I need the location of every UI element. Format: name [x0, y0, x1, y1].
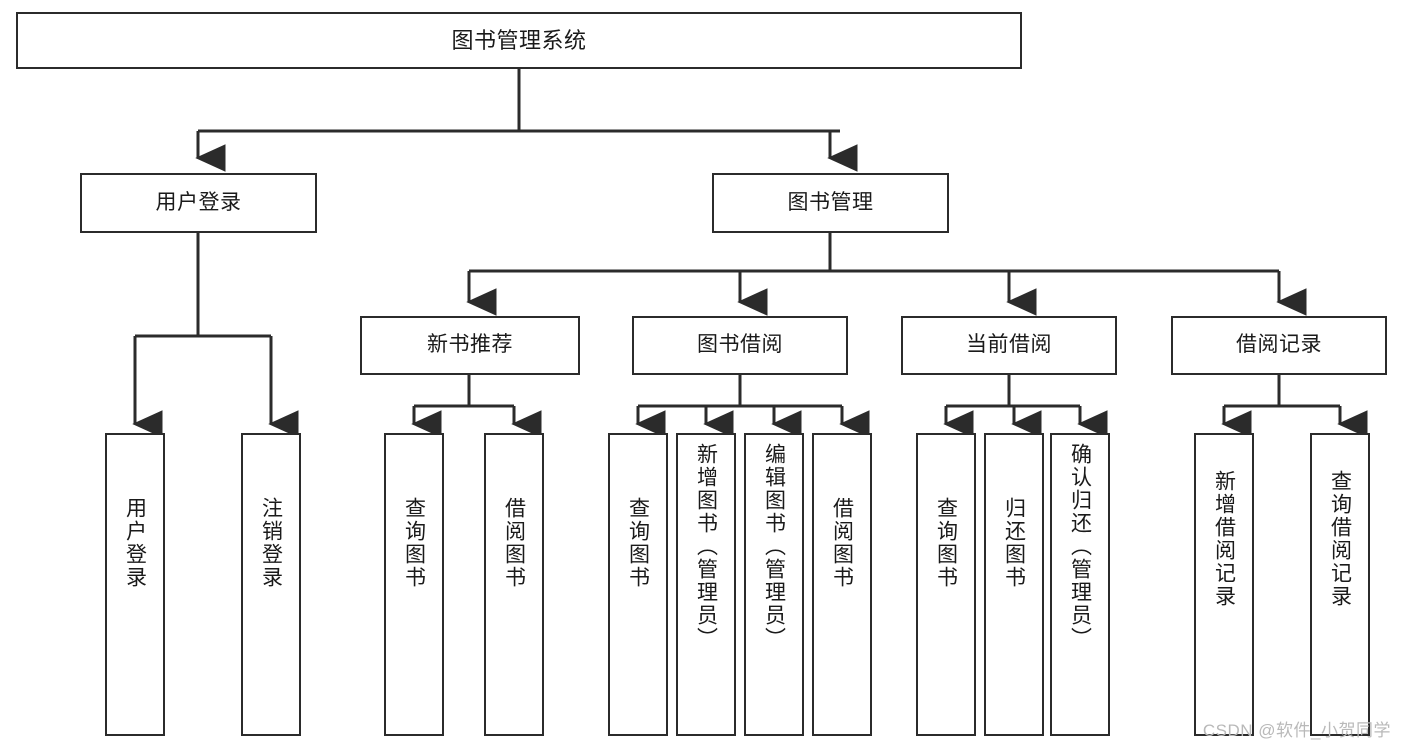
node-label: 用户登录	[155, 190, 242, 214]
node-label: 借阅图书	[830, 497, 854, 589]
leaf-add-borrow-record[interactable]: 新增借阅记录	[1194, 433, 1254, 736]
leaf-query-book-borrow[interactable]: 查询图书	[608, 433, 668, 736]
node-label: 注销登录	[259, 497, 283, 589]
node-current-borrow[interactable]: 当前借阅	[901, 316, 1117, 375]
node-label: 查询图书	[626, 497, 650, 589]
node-label: 编辑图书（管理员）	[762, 443, 786, 650]
node-root-system[interactable]: 图书管理系统	[16, 12, 1022, 69]
node-label: 查询借阅记录	[1328, 470, 1352, 608]
node-book-management[interactable]: 图书管理	[712, 173, 949, 233]
leaf-user-login[interactable]: 用户登录	[105, 433, 165, 736]
node-label: 新书推荐	[427, 333, 513, 357]
node-label: 图书借阅	[697, 333, 783, 357]
node-label: 新增图书（管理员）	[694, 443, 718, 650]
node-label: 查询图书	[934, 497, 958, 589]
node-label: 确认归还（管理员）	[1068, 443, 1092, 650]
node-label: 图书管理	[787, 190, 874, 214]
leaf-logout[interactable]: 注销登录	[241, 433, 301, 736]
leaf-add-book-admin[interactable]: 新增图书（管理员）	[676, 433, 736, 736]
node-label: 用户登录	[123, 497, 147, 589]
leaf-return-book[interactable]: 归还图书	[984, 433, 1044, 736]
node-label: 新增借阅记录	[1212, 470, 1236, 608]
leaf-query-book-current[interactable]: 查询图书	[916, 433, 976, 736]
node-book-borrow[interactable]: 图书借阅	[632, 316, 848, 375]
node-label: 当前借阅	[966, 333, 1052, 357]
node-borrow-records[interactable]: 借阅记录	[1171, 316, 1387, 375]
leaf-edit-book-admin[interactable]: 编辑图书（管理员）	[744, 433, 804, 736]
leaf-query-borrow-record[interactable]: 查询借阅记录	[1310, 433, 1370, 736]
watermark-text: CSDN @软件_小贺同学	[1202, 721, 1391, 740]
node-label: 查询图书	[402, 497, 426, 589]
node-new-book-recommend[interactable]: 新书推荐	[360, 316, 580, 375]
node-label: 借阅记录	[1236, 333, 1322, 357]
node-user-login[interactable]: 用户登录	[80, 173, 317, 233]
leaf-borrow-book-recommend[interactable]: 借阅图书	[484, 433, 544, 736]
leaf-borrow-book[interactable]: 借阅图书	[812, 433, 872, 736]
node-label: 归还图书	[1002, 497, 1026, 589]
leaf-query-book-recommend[interactable]: 查询图书	[384, 433, 444, 736]
node-label: 图书管理系统	[451, 27, 587, 53]
leaf-confirm-return-admin[interactable]: 确认归还（管理员）	[1050, 433, 1110, 736]
node-label: 借阅图书	[502, 497, 526, 589]
